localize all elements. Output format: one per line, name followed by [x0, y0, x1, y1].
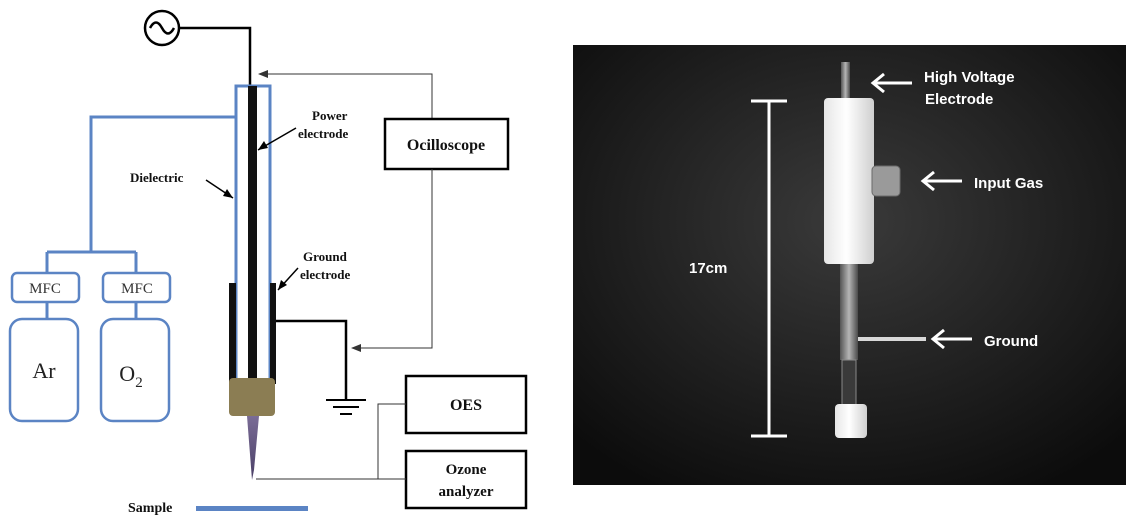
schematic: MFC MFC Ar O2 Power electrode Dielectric…: [8, 9, 528, 516]
hv-rod: [841, 62, 850, 102]
ground-wire-photo: [858, 337, 926, 341]
input-gas-arrow-icon: [920, 170, 962, 192]
o2-subscript: 2: [135, 375, 143, 391]
power-electrode-label-line2: electrode: [298, 126, 349, 141]
ground-electrode-right: [270, 283, 276, 384]
oscilloscope-box: [383, 117, 510, 171]
ground-arrow-icon: [930, 328, 972, 350]
ground-electrode-left: [229, 283, 236, 384]
plasma-jet: [247, 416, 259, 480]
glass-tube: [841, 359, 857, 407]
ozone-analyzer-label-line1: Ozone: [446, 462, 487, 478]
ozone-analyzer-label-line2: analyzer: [439, 484, 494, 500]
ground-electrode-label-line2: electrode: [300, 267, 351, 282]
dielectric-label: Dielectric: [130, 170, 184, 185]
scope-probe-bottom: [352, 169, 433, 349]
length-label: 17cm: [689, 260, 727, 277]
hv-wire: [179, 26, 252, 86]
nozzle-cap: [835, 404, 867, 438]
oscilloscope-label: Ocilloscope: [407, 137, 485, 154]
mfc-label-1: MFC: [29, 281, 61, 297]
hv-arrow-icon: [870, 72, 912, 94]
analyzer-connectors: [256, 403, 406, 480]
metal-tube: [840, 264, 858, 360]
hv-label-line2: Electrode: [925, 91, 993, 108]
teflon-body: [824, 98, 874, 264]
ground-symbol-icon: [326, 399, 366, 415]
hv-label-line1: High Voltage: [924, 69, 1015, 86]
o2-base: O: [119, 361, 135, 386]
nozzle: [229, 378, 275, 416]
power-electrode-label-line1: Power: [312, 108, 348, 123]
o2-cylinder-label: O2: [119, 361, 142, 391]
ground-label: Ground: [984, 333, 1038, 350]
plasma-jet-device: [229, 84, 276, 480]
ozone-analyzer-box: [404, 449, 528, 510]
ground-electrode-label-line1: Ground: [303, 249, 348, 264]
ar-cylinder: [8, 317, 80, 423]
power-electrode: [248, 86, 257, 378]
mfc-connector: [45, 302, 138, 319]
device-photo: 17cm High Voltage Electrode Input Gas Gr…: [573, 45, 1126, 485]
scale-bar: [751, 99, 787, 438]
ar-cylinder-label: Ar: [32, 358, 56, 383]
gas-fitting: [871, 165, 901, 197]
gas-line: [45, 115, 236, 273]
ac-source-icon: [143, 9, 181, 47]
sample-label: Sample: [128, 501, 172, 516]
scope-probe-top: [259, 73, 433, 119]
o2-cylinder: [99, 317, 171, 423]
oes-label: OES: [450, 397, 482, 414]
sample-plate: [196, 506, 308, 511]
input-gas-label: Input Gas: [974, 175, 1043, 192]
mfc-label-2: MFC: [121, 281, 153, 297]
ground-wire: [276, 319, 348, 400]
oes-box: [404, 374, 528, 435]
